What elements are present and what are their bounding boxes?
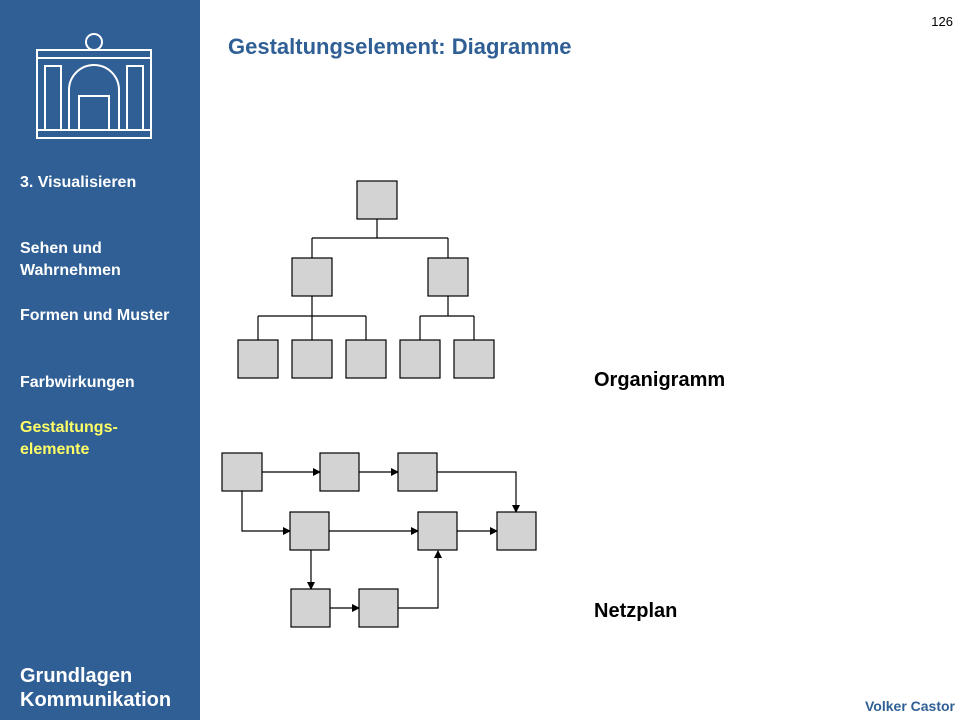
org-box-leaf-5 [453, 339, 495, 379]
organigram-label: Organigramm [594, 369, 726, 391]
net-box-6 [496, 511, 537, 551]
org-box-leaf-3 [345, 339, 387, 379]
net-box-7 [290, 588, 331, 628]
org-box-right [427, 257, 469, 297]
net-box-4 [289, 511, 330, 551]
building-facade-icon [36, 33, 152, 139]
page-title: Gestaltungselement: Diagramme [228, 34, 572, 59]
organigram [257, 219, 475, 340]
author-name: Volker Castor [865, 698, 955, 714]
page-number: 126 [931, 14, 953, 29]
brand-title: Grundlagen Kommunikation [20, 665, 172, 711]
sidebar-item-farbwirkungen[interactable]: Farbwirkungen [20, 374, 135, 391]
sidebar-item-sehen-und-wahrnehmen[interactable]: Sehen und Wahrnehmen [20, 240, 121, 279]
network-plan-label: Netzplan [594, 600, 678, 622]
sidebar-item-gestaltungselemente[interactable]: Gestaltungs- elemente [20, 419, 118, 458]
network-plan-edges [241, 468, 520, 612]
sidebar-item-formen-und-muster[interactable]: Formen und Muster [20, 307, 170, 324]
org-box-root [356, 180, 398, 220]
sidebar-section-title[interactable]: 3. Visualisieren [20, 174, 137, 191]
org-box-leaf-1 [237, 339, 279, 379]
org-box-leaf-4 [399, 339, 441, 379]
net-box-2 [319, 452, 360, 492]
net-box-3 [397, 452, 438, 492]
sidebar: 3. Visualisieren Sehen und Wahrnehmen Fo… [0, 0, 200, 720]
net-box-5 [417, 511, 458, 551]
net-box-1 [221, 452, 263, 492]
net-box-8 [358, 588, 399, 628]
org-box-left [291, 257, 333, 297]
org-box-leaf-2 [291, 339, 333, 379]
